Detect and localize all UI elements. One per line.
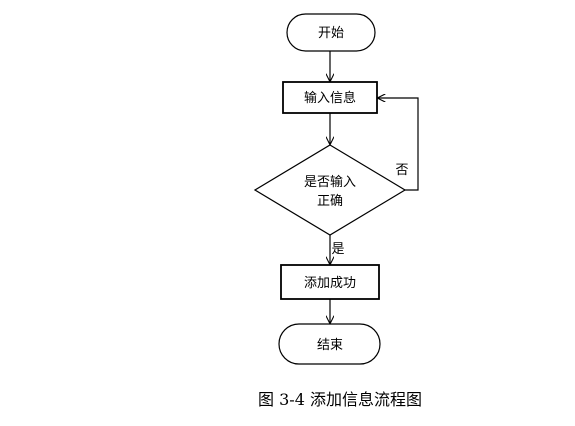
- decision-label-line1: 是否输入: [304, 174, 356, 190]
- start-node: 开始: [286, 13, 376, 52]
- edge-yes-label: 是: [331, 242, 344, 257]
- edge-decision-no-loop: [378, 98, 419, 191]
- end-node: 结束: [278, 323, 381, 365]
- input-label: 输入信息: [304, 90, 356, 106]
- edge-no-label: 否: [395, 163, 408, 178]
- decision-node: 是否输入 正确: [253, 144, 407, 236]
- figure-caption: 图 3-4 添加信息流程图: [258, 390, 422, 409]
- start-label: 开始: [318, 26, 344, 41]
- flowchart: 开始 输入信息 是否输入 正确 否 是 添加成功 结束: [253, 13, 419, 365]
- input-node: 输入信息: [282, 81, 378, 114]
- success-node: 添加成功: [280, 264, 380, 300]
- success-label: 添加成功: [304, 276, 356, 291]
- decision-label-line2: 正确: [317, 194, 343, 209]
- end-label: 结束: [317, 338, 343, 353]
